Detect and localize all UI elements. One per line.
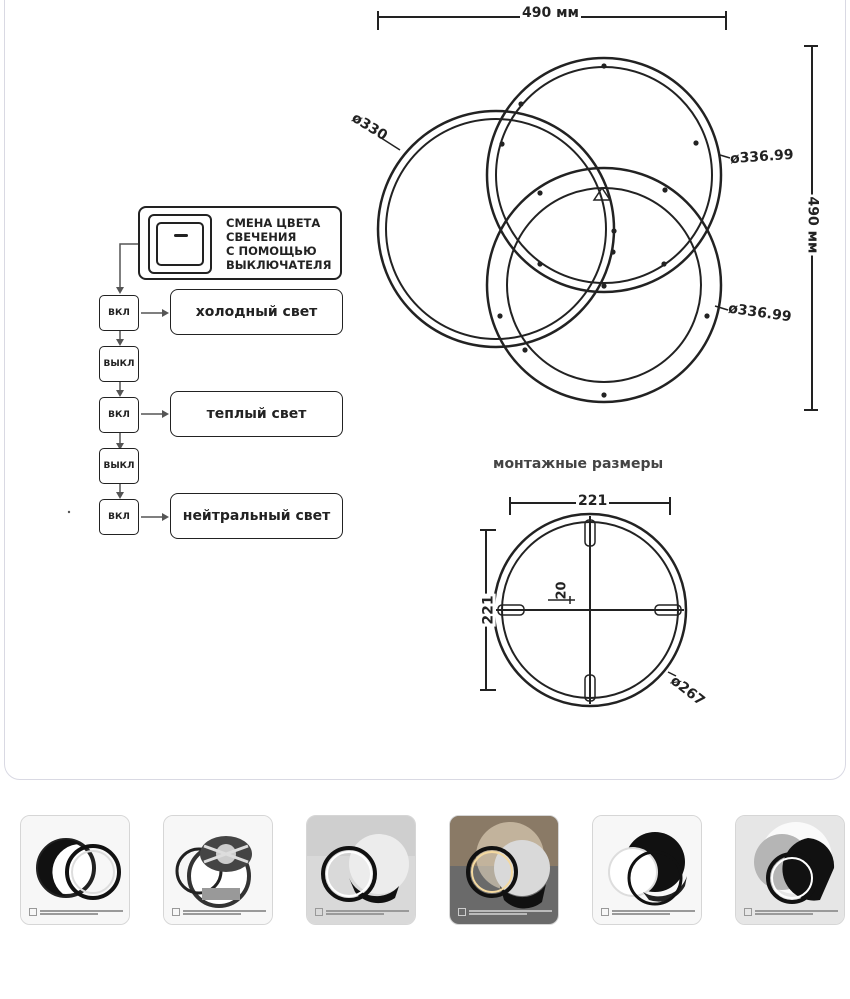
wall-switch-icon xyxy=(148,214,212,274)
step-3-on: ВКЛ xyxy=(99,397,139,433)
ring-top xyxy=(485,56,723,294)
switch-panel: СМЕНА ЦВЕТА СВЕЧЕНИЯ С ПОМОЩЬЮ ВЫКЛЮЧАТЕ… xyxy=(138,206,342,280)
thumbnail-6[interactable] xyxy=(735,815,845,925)
height-dimension-label: 490 мм xyxy=(804,194,821,256)
switch-panel-label: СМЕНА ЦВЕТА СВЕЧЕНИЯ С ПОМОЩЬЮ ВЫКЛЮЧАТЕ… xyxy=(226,216,332,272)
product-image-card xyxy=(4,0,846,780)
ring-top-diameter-label: ø336.99 xyxy=(729,146,795,168)
lamp-preview-icon xyxy=(450,816,558,924)
lamp-preview-icon xyxy=(21,816,129,924)
ring-left xyxy=(376,109,616,349)
step-5-on: ВКЛ xyxy=(99,499,139,535)
result-cold-light: холодный свет xyxy=(170,289,343,335)
thumbnail-2[interactable] xyxy=(163,815,273,925)
ring-bottom xyxy=(485,166,723,404)
mount-bar-label: 20 xyxy=(554,581,570,600)
step-4-off: ВЫКЛ xyxy=(99,448,139,484)
thumbnail-3[interactable] xyxy=(306,815,416,925)
mounting-title: монтажные размеры xyxy=(493,456,664,472)
lamp-preview-icon xyxy=(307,816,415,924)
width-dimension-label: 490 мм xyxy=(520,5,581,21)
lamp-preview-icon xyxy=(593,816,701,924)
step-2-off: ВЫКЛ xyxy=(99,346,139,382)
result-warm-light: теплый свет xyxy=(170,391,343,437)
technical-drawing xyxy=(67,11,818,708)
thumbnail-1[interactable] xyxy=(20,815,130,925)
lamp-preview-icon xyxy=(736,816,844,924)
mount-height-label: 221 xyxy=(480,593,497,627)
thumbnail-4[interactable] xyxy=(449,815,559,925)
thumbnail-5[interactable] xyxy=(592,815,702,925)
result-neutral-light: нейтральный свет xyxy=(170,493,343,539)
mount-width-label: 221 xyxy=(576,493,610,509)
lamp-preview-icon xyxy=(164,816,272,924)
step-1-on: ВКЛ xyxy=(99,295,139,331)
